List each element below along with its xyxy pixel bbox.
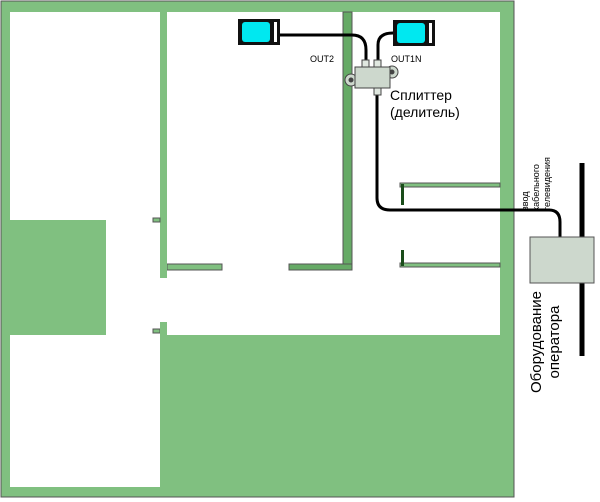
cable-input-label: ввод кабельного телевидения (520, 157, 553, 211)
room-right (352, 12, 500, 274)
cable-input-line2: кабельного (531, 164, 541, 211)
operator-line1: Оборудование (528, 290, 545, 394)
out1n-label: OUT1N (391, 54, 422, 64)
room-top-left (10, 12, 160, 220)
tv-out1n-icon (393, 20, 435, 46)
operator-line2: оператора (546, 305, 563, 379)
cable-input-line1: ввод (520, 191, 530, 211)
tv-out2-icon (238, 19, 280, 45)
corridor-entrance (106, 220, 160, 335)
splitter-label-line1: Сплиттер (390, 87, 452, 103)
cable-input-line3: телевидения (542, 157, 552, 211)
room-middle (167, 12, 343, 265)
out2-label: OUT2 (310, 54, 335, 64)
hall (167, 270, 500, 335)
operator-label: Оборудование оператора (528, 288, 564, 396)
walls (0, 0, 515, 498)
splitter-label-line2: (делитель) (390, 104, 460, 120)
cables (280, 31, 562, 238)
splitter-icon (344, 59, 399, 96)
operator-equipment-box (529, 236, 595, 284)
room-bottom-left (10, 335, 160, 487)
